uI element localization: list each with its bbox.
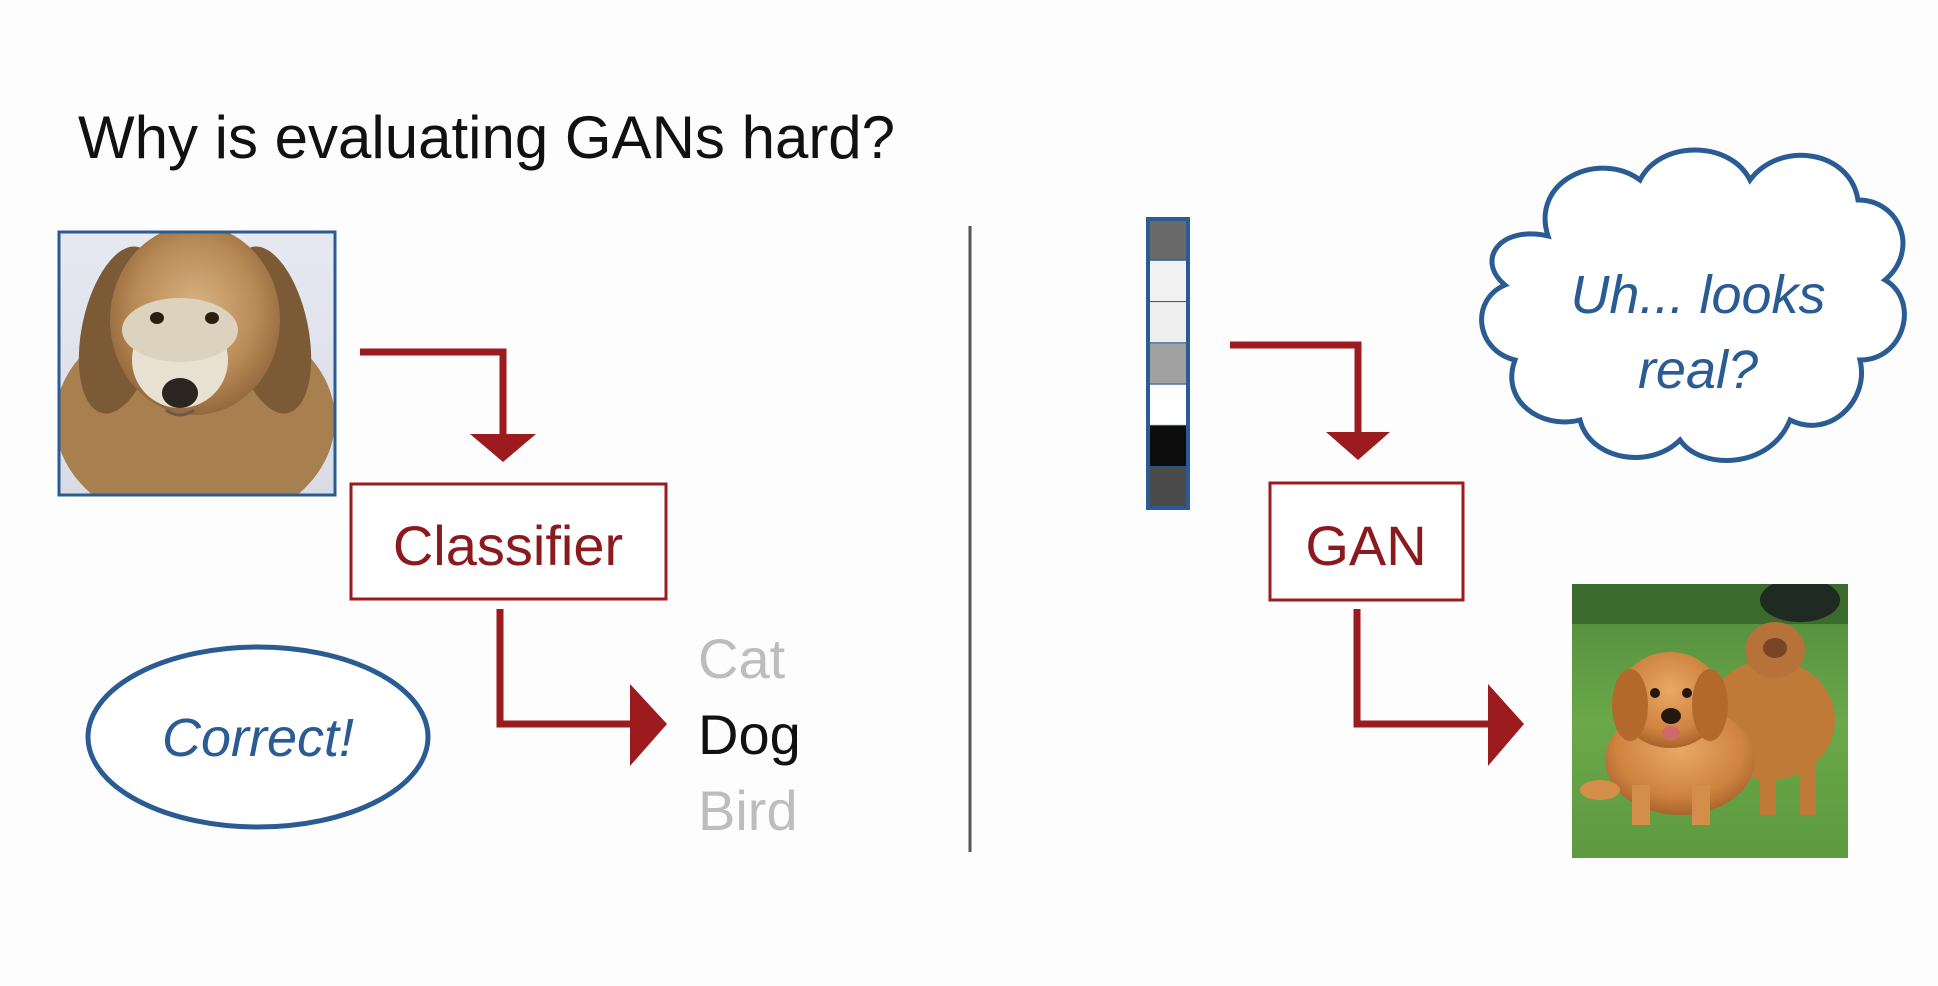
input-dog-photo	[57, 230, 337, 497]
thought-line-2: real?	[1638, 340, 1758, 400]
thought-cloud: Uh... looks real?	[1479, 147, 1907, 463]
classifier-label: Classifier	[393, 514, 623, 577]
noise-vector	[1146, 217, 1190, 510]
arrow-image-to-classifier	[360, 348, 536, 462]
output-class-bird: Bird	[698, 779, 798, 842]
correct-label: Correct!	[162, 708, 354, 768]
noise-cell	[1147, 342, 1189, 385]
slide-title: Why is evaluating GANs hard?	[78, 104, 895, 171]
thought-line-1: Uh... looks	[1570, 265, 1825, 325]
output-class-list: Cat Dog Bird	[698, 627, 801, 842]
output-class-cat: Cat	[698, 627, 786, 690]
classifier-box: Classifier	[349, 482, 668, 601]
output-class-dog: Dog	[698, 703, 801, 766]
noise-cell	[1147, 383, 1189, 426]
gan-box: GAN	[1268, 481, 1465, 602]
noise-cell	[1147, 466, 1189, 509]
noise-cell	[1147, 424, 1189, 468]
arrow-gan-to-image	[1353, 609, 1524, 766]
noise-cell	[1147, 301, 1189, 344]
arrow-classifier-to-output	[496, 609, 667, 766]
generated-dog-image	[1572, 584, 1848, 858]
noise-cell	[1147, 218, 1189, 261]
arrow-noise-to-gan	[1230, 341, 1390, 460]
noise-cell	[1147, 259, 1189, 303]
gan-label: GAN	[1305, 514, 1426, 577]
correct-bubble: Correct!	[85, 644, 431, 830]
